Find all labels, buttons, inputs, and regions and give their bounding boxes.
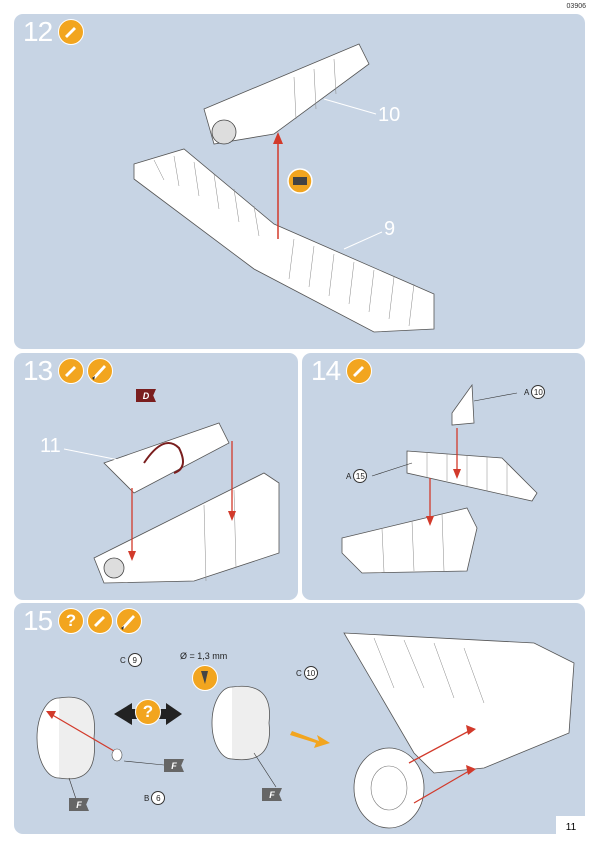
step-14-panel: 14 A 10 A 15 [302,353,585,600]
step-13-panel: 13 D 11 [14,353,298,600]
step-15-panel: 15 ? ? Ø = 1,3 mm C 9 C 10 B 6 F F F [14,603,585,834]
ref-letter: A [346,471,352,481]
finish-flag-f: F [262,788,282,801]
ref-number: 15 [353,469,368,483]
engine-cowling-illustration [36,632,575,829]
drill-icon [192,665,218,691]
ref-letter: C [296,668,302,678]
callout-part-9: 9 [384,218,396,240]
ref-number: 10 [531,385,546,399]
step-number: 14 [311,355,341,386]
tailplane-illustration [341,383,538,574]
canopy-illustration [63,422,280,584]
glue-icon [346,358,372,384]
ref-letter: B [144,793,150,803]
step-12-panel: 12 10 9 [14,14,585,349]
part-ref-c9: C 9 [120,653,142,667]
question-icon: ? [135,699,161,725]
part-ref-b6: B 6 [144,791,166,805]
drill-diameter-label: Ø = 1,3 mm [180,651,228,661]
glue-icon [87,608,113,634]
ref-letter: A [524,387,530,397]
fuselage-wing-illustration [133,43,435,333]
ref-number: 10 [303,666,318,680]
decal-flag-d: D [136,389,156,402]
step-number: 13 [23,355,53,386]
step-number: 12 [23,16,53,47]
ref-letter: C [120,655,126,665]
ref-number: 6 [151,791,166,805]
paint-brush-icon [87,358,113,384]
step-number: 15 [23,605,53,636]
part-ref-a10: A 10 [524,385,546,399]
callout-part-10: 10 [378,104,401,126]
glue-icon [58,358,84,384]
ref-number: 9 [127,653,142,667]
finish-flag-f: F [164,759,184,772]
part-ref-a15: A 15 [346,469,368,483]
callout-part-11: 11 [40,435,61,457]
product-code: 03906 [566,3,586,10]
paint-brush-icon [116,608,142,634]
finish-flag-f: F [69,798,89,811]
question-icon: ? [58,608,84,634]
glue-icon [58,19,84,45]
part-ref-c10: C 10 [296,666,318,680]
page-number: 11 [556,816,586,838]
